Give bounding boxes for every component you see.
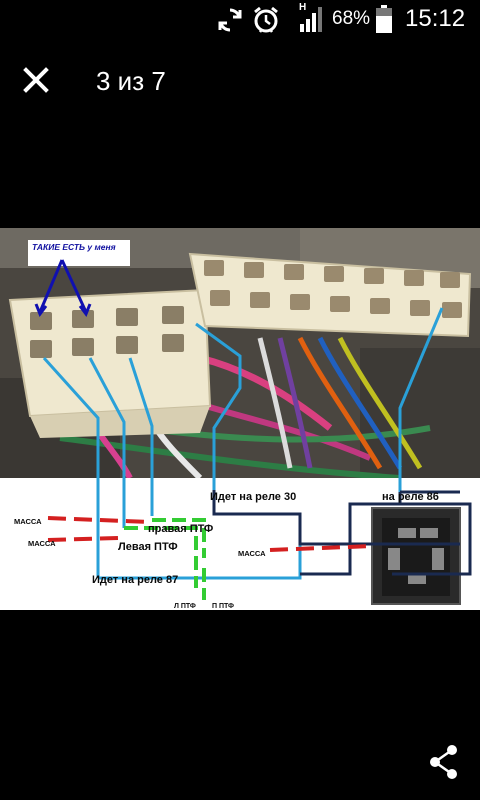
share-icon[interactable] <box>428 744 460 780</box>
clock: 15:12 <box>405 5 466 32</box>
label-relay86: на реле 86 <box>382 491 439 503</box>
label-l-ptf: Л ПТФ <box>174 603 196 610</box>
right-connector-pins <box>204 260 462 318</box>
green-wires <box>124 518 206 600</box>
network-type-label: H <box>299 2 307 13</box>
alarm-icon <box>254 6 278 33</box>
label-relay30: Идет на реле 30 <box>210 491 296 503</box>
label-p-ptf: П ПТФ <box>212 603 234 610</box>
label-massa-2: МАССА <box>28 539 56 548</box>
signal-icon <box>300 7 322 32</box>
label-top-left: ТАКИЕ ЕСТЬ у меня <box>32 242 116 252</box>
navy-wires <box>212 490 472 576</box>
label-massa-1: МАССА <box>14 517 42 526</box>
status-bar: H 68% 15:12 <box>0 0 480 38</box>
label-left-fog: Левая ПТФ <box>118 541 178 553</box>
battery-icon <box>376 5 392 33</box>
red-wires <box>47 516 373 552</box>
label-right-fog: правая ПТФ <box>148 523 213 535</box>
cyan-wires <box>42 307 444 580</box>
battery-percent: 68% <box>332 8 371 29</box>
sync-icon <box>218 8 242 32</box>
left-connector-pins <box>30 306 184 358</box>
wiring-photo[interactable]: ТАКИЕ ЕСТЬ у меня Идет на реле <box>0 228 480 610</box>
label-massa-3: МАССА <box>238 549 266 558</box>
label-relay87: Идет на реле 87 <box>92 574 178 586</box>
viewer-toolbar: 3 из 7 <box>0 38 480 124</box>
image-counter: 3 из 7 <box>96 66 166 96</box>
close-icon[interactable] <box>16 60 56 100</box>
